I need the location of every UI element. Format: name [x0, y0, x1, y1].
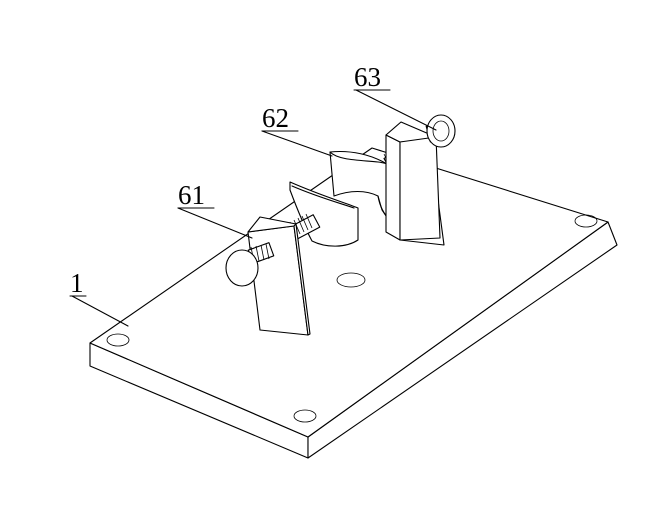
center-hole	[336, 272, 366, 288]
right-clamp-block-front	[385, 134, 401, 241]
label-left-clamp: 61	[178, 180, 205, 210]
mounting-hole-front-right	[293, 409, 317, 423]
pipe-saddle-front-inner	[291, 185, 355, 209]
label-right-clamp: 63	[354, 62, 381, 92]
reference-labels: 1 61 62 63	[70, 62, 381, 298]
right-clamp-knob[interactable]	[425, 114, 456, 148]
label-base-plate: 1	[70, 268, 84, 298]
left-clamp-knob[interactable]	[225, 242, 275, 287]
mounting-hole-front-left	[106, 333, 130, 347]
leader-61	[177, 207, 253, 239]
right-clamp-assembly	[383, 114, 456, 246]
mounting-hole-back-right	[574, 214, 598, 228]
left-clamp-assembly	[225, 213, 321, 336]
leader-lines	[69, 89, 437, 327]
base-plate	[89, 147, 618, 459]
label-pipe-clamp: 62	[262, 103, 289, 133]
leader-62	[261, 130, 333, 157]
right-clamp-block-face	[399, 136, 441, 241]
left-clamp-block-side	[293, 223, 311, 336]
leader-1	[71, 295, 129, 327]
leader-63	[355, 89, 437, 131]
base-plate-top-face	[89, 147, 609, 438]
